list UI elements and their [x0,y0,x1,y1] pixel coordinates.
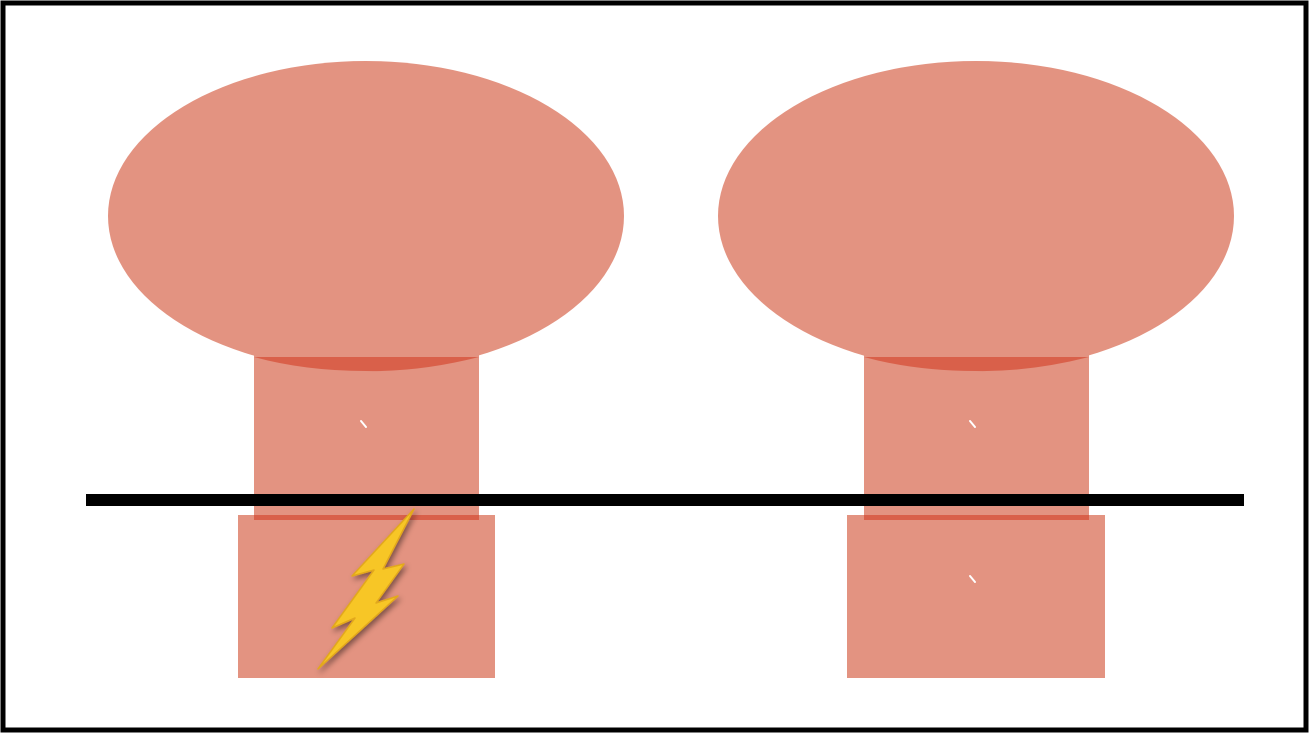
right-head-ellipse [718,61,1234,371]
left-head-ellipse [108,61,624,371]
horizontal-divider-line [86,494,1244,506]
right-overlap-band [864,515,1089,520]
left-overlap-band [254,515,479,520]
right-base-block [847,515,1105,678]
